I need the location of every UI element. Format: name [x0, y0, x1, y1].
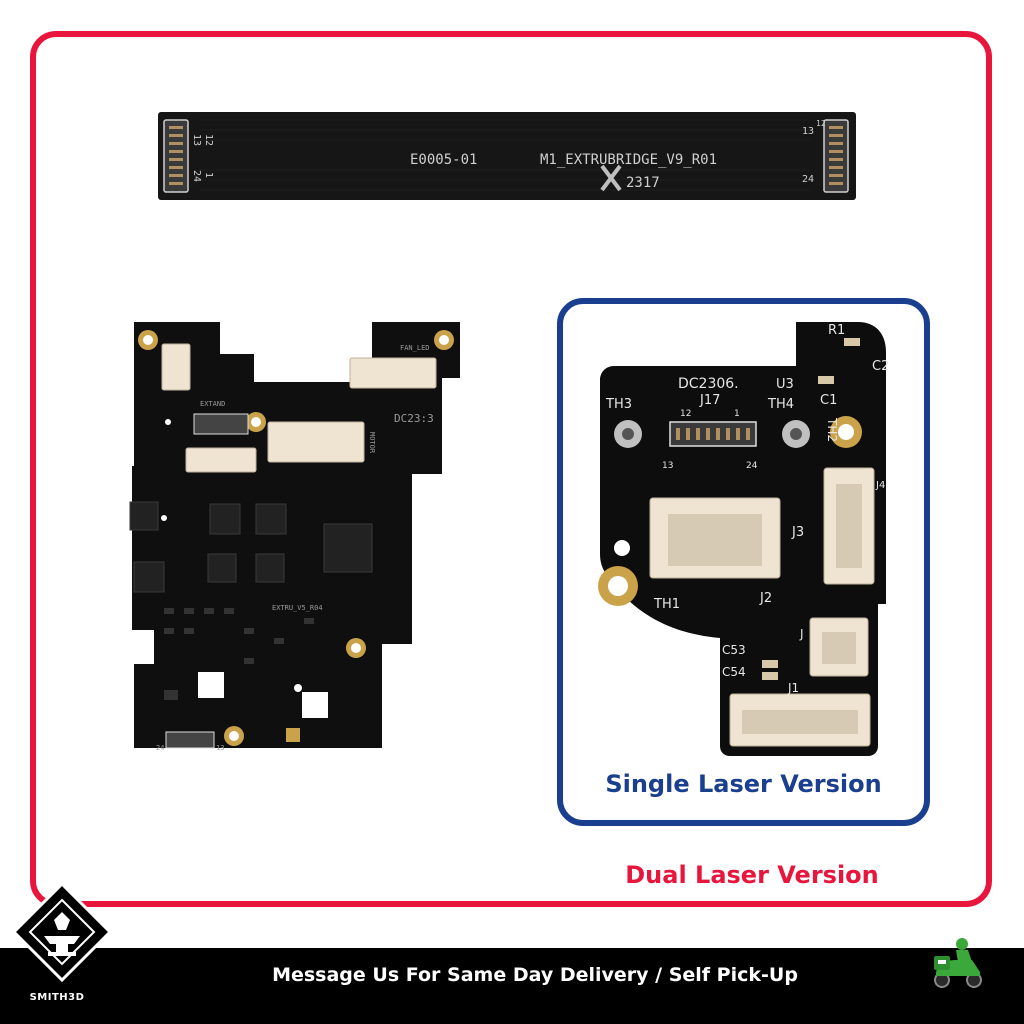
th3-label: TH3	[605, 397, 632, 412]
pin-label: 13	[802, 126, 814, 137]
th2-label: TH2	[825, 417, 839, 442]
j17-label: J17	[699, 393, 720, 408]
j1-label: J1	[787, 681, 799, 695]
dc-code: DC2306.	[678, 376, 739, 392]
pin-label: 1	[203, 172, 214, 178]
motor-label: MOTOR	[368, 432, 376, 454]
dual-laser-label: Dual Laser Version	[625, 861, 879, 889]
single-laser-board: DC2306. R1 C2 U3 C1 TH3 J17 TH4 TH2 12 1…	[598, 322, 889, 756]
single-laser-frame	[557, 298, 930, 826]
c54-label: C54	[722, 665, 746, 679]
c1-label: C1	[820, 393, 837, 408]
pin-label: 12	[203, 134, 214, 146]
j4-label: J4	[875, 480, 885, 491]
pin-label: 24	[802, 174, 814, 185]
smith3d-logo-icon	[11, 881, 113, 983]
j3-label: J3	[791, 525, 804, 540]
j5-label: J	[799, 627, 804, 641]
pin-12-label: 12	[680, 409, 691, 419]
cable-year: 2317	[626, 175, 660, 191]
pin-label: 13	[191, 134, 202, 146]
outer-red-frame	[30, 31, 992, 907]
single-laser-label: Single Laser Version	[605, 770, 882, 798]
pin-13-label: 13	[662, 461, 673, 471]
c53-label: C53	[722, 643, 746, 657]
u3-label: U3	[776, 377, 794, 392]
fan-led-label: FAN_LED	[400, 344, 430, 352]
pin-label: 24	[191, 170, 202, 182]
pin-1-label: 1	[734, 409, 740, 419]
j2-label: J2	[759, 591, 772, 606]
dc-code: DC23:3	[394, 412, 434, 425]
cable-model: M1_EXTRUBRIDGE_V9_R01	[540, 152, 717, 168]
pin-24-label: 24	[746, 461, 758, 471]
cable-code: E0005-01	[410, 152, 477, 168]
delivery-scooter-icon	[934, 938, 982, 988]
pin-24-label: 24	[156, 744, 164, 752]
brand-name: SMITH3D	[29, 992, 85, 1003]
c2-label: C2	[872, 359, 889, 374]
pin-label: 12	[816, 119, 826, 128]
pin-13-label: 13	[216, 744, 224, 752]
delivery-message: Message Us For Same Day Delivery / Self …	[272, 964, 798, 986]
th4-label: TH4	[767, 397, 794, 412]
dual-laser-board: FAN_LED EXTAND DC23:3 MOTOR EXTRU_V5_R04…	[129, 322, 460, 752]
extand-label: EXTAND	[200, 400, 225, 408]
r1-label: R1	[828, 323, 845, 338]
th1-label: TH1	[653, 597, 680, 612]
x-logo-icon	[600, 164, 622, 192]
extru-label: EXTRU_V5_R04	[272, 604, 323, 612]
flex-ribbon-cable: E0005-01 M1_EXTRUBRIDGE_V9_R01 2317 12 1…	[158, 112, 856, 200]
footer-bar	[0, 948, 1024, 1024]
